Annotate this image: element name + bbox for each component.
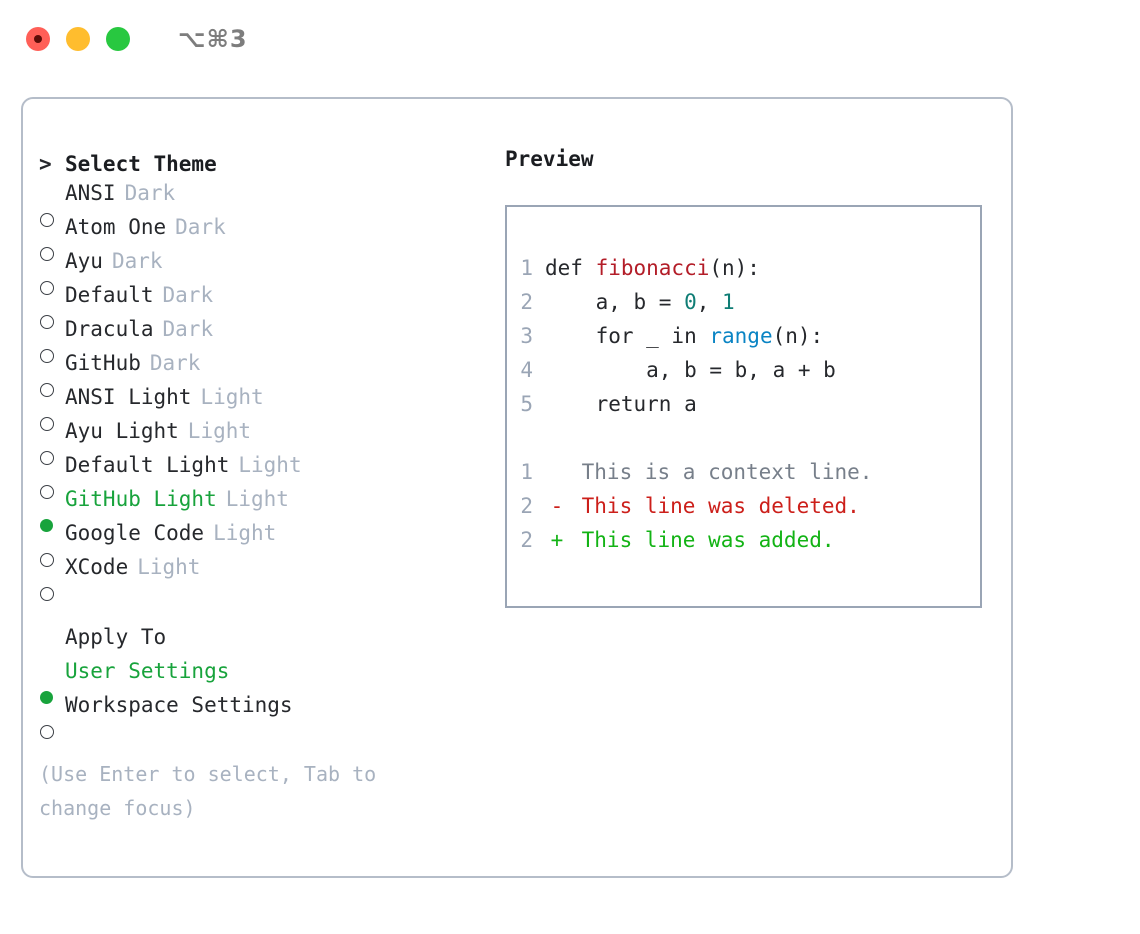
diff-line: 1 This is a context line. bbox=[507, 455, 980, 489]
diff-sign: - bbox=[550, 494, 564, 518]
apply-to-option[interactable]: Workspace Settings bbox=[39, 693, 493, 739]
code-line-text: def fibonacci(n): bbox=[545, 256, 760, 280]
prompt-caret-icon: > bbox=[39, 152, 52, 176]
theme-kind-label: Dark bbox=[149, 351, 201, 375]
code-line-number: 5 bbox=[520, 392, 533, 416]
theme-list-item[interactable]: GitHub Dark bbox=[39, 351, 493, 397]
theme-name: Ayu Light bbox=[65, 419, 179, 443]
code-line-number: 3 bbox=[520, 324, 533, 348]
theme-list-item[interactable]: XCode Light bbox=[39, 555, 493, 601]
theme-name: Ayu bbox=[65, 249, 103, 273]
code-line-number: 4 bbox=[520, 358, 533, 382]
close-button[interactable] bbox=[26, 27, 50, 51]
theme-list-item[interactable]: Ayu Light Light bbox=[39, 419, 493, 465]
theme-list-item[interactable]: ANSI Dark bbox=[39, 181, 493, 227]
theme-name: GitHub Light bbox=[65, 487, 217, 511]
theme-kind-label: Dark bbox=[111, 249, 163, 273]
preview-title: Preview bbox=[505, 147, 594, 171]
theme-kind-label: Dark bbox=[162, 317, 214, 341]
theme-kind-label: Light bbox=[200, 385, 264, 409]
theme-kind-label: Dark bbox=[124, 181, 176, 205]
select-theme-header: > Select Theme bbox=[39, 147, 493, 181]
theme-kind-label: Light bbox=[187, 419, 252, 443]
theme-kind-label: Light bbox=[137, 555, 201, 579]
theme-kind-label: Light bbox=[213, 521, 277, 545]
theme-name: Atom One bbox=[65, 215, 167, 239]
code-line: 4 a, b = b, a + b bbox=[507, 353, 980, 387]
theme-list-item[interactable]: Default Light Light bbox=[39, 453, 493, 499]
diff-line-text: This line was added. bbox=[569, 528, 835, 552]
keyboard-hint-line-2: change focus) bbox=[39, 796, 196, 820]
diff-line-number: 2 bbox=[520, 528, 533, 552]
traffic-lights bbox=[26, 27, 130, 51]
theme-list-item[interactable]: Atom One Dark bbox=[39, 215, 493, 261]
theme-list-item[interactable]: Default Dark bbox=[39, 283, 493, 329]
code-line: 5 return a bbox=[507, 387, 980, 421]
diff-sample: 1 This is a context line.2- This line wa… bbox=[507, 455, 980, 557]
theme-kind-label: Light bbox=[225, 487, 289, 511]
keyboard-hint: (Use Enter to select, Tab to change focu… bbox=[39, 757, 459, 825]
code-line-number: 2 bbox=[520, 290, 533, 314]
diff-sign bbox=[545, 455, 569, 489]
theme-name: Dracula bbox=[65, 317, 154, 341]
theme-list-item[interactable]: GitHub Light Light bbox=[39, 487, 493, 532]
theme-list-item[interactable]: Ayu Dark bbox=[39, 249, 493, 295]
theme-name: Google Code bbox=[65, 521, 205, 545]
code-line-text: return a bbox=[545, 392, 697, 416]
theme-kind-label: Light bbox=[238, 453, 302, 477]
record-indicator-icon bbox=[34, 35, 42, 43]
diff-line: 2 + This line was added. bbox=[507, 523, 980, 557]
theme-name: ANSI Light bbox=[65, 385, 192, 409]
theme-list-item[interactable]: ANSI Light Light bbox=[39, 385, 493, 431]
theme-name: XCode bbox=[65, 555, 129, 579]
theme-name: GitHub bbox=[65, 351, 141, 375]
theme-name: ANSI bbox=[65, 181, 116, 205]
code-line: 3 for _ in range(n): bbox=[507, 319, 980, 353]
minimize-button[interactable] bbox=[66, 27, 90, 51]
select-theme-title: Select Theme bbox=[65, 152, 217, 176]
apply-to-header: Apply To bbox=[39, 625, 493, 659]
theme-list-item[interactable]: Google Code Light bbox=[39, 521, 493, 567]
code-line-text: a, b = b, a + b bbox=[545, 358, 836, 382]
diff-line: 2- This line was deleted. bbox=[507, 489, 980, 523]
code-line: 1 def fibonacci(n): bbox=[507, 251, 980, 285]
code-line-text: for _ in range(n): bbox=[545, 324, 824, 348]
diff-line-number: 2 bbox=[520, 494, 533, 518]
apply-to-option-label: User Settings bbox=[65, 659, 230, 683]
code-line-number: 1 bbox=[520, 256, 533, 280]
diff-line-text: This line was deleted. bbox=[569, 494, 860, 518]
diff-sign: + bbox=[550, 528, 564, 552]
keyboard-hint-line-1: (Use Enter to select, Tab to bbox=[39, 762, 377, 786]
theme-kind-label: Dark bbox=[162, 283, 214, 307]
keyboard-shortcut-label: ⌥⌘3 bbox=[178, 25, 248, 53]
title-bar: ⌥⌘3 bbox=[0, 0, 1140, 78]
diff-line-number: 1 bbox=[520, 460, 533, 484]
apply-to-title: Apply To bbox=[65, 625, 167, 649]
theme-name: Default bbox=[65, 283, 154, 307]
diff-line-text: This is a context line. bbox=[569, 460, 873, 484]
code-line-text: a, b = 0, 1 bbox=[545, 290, 735, 314]
apply-to-option[interactable]: User Settings bbox=[39, 659, 493, 704]
code-line: 2 a, b = 0, 1 bbox=[507, 285, 980, 319]
apply-to-option-label: Workspace Settings bbox=[65, 693, 293, 717]
maximize-button[interactable] bbox=[106, 27, 130, 51]
theme-name: Default Light bbox=[65, 453, 230, 477]
theme-list-item[interactable]: Dracula Dark bbox=[39, 317, 493, 363]
theme-kind-label: Dark bbox=[175, 215, 226, 239]
